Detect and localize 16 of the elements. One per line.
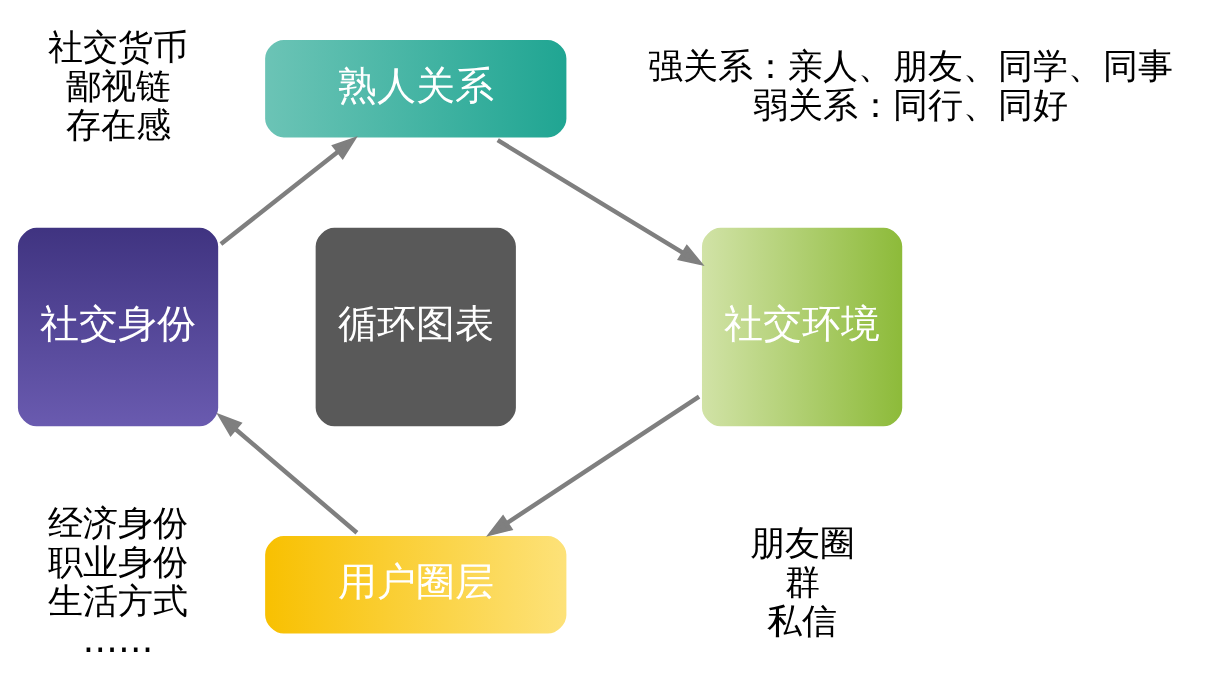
node-label: 存在感 [65, 103, 171, 145]
node-label: 经济身份 [48, 502, 189, 544]
arrow [219, 136, 358, 246]
node-label: 朋友圈 [749, 521, 855, 563]
node-label: 私信 [767, 599, 838, 641]
node-label: 群 [784, 560, 820, 602]
arrow [216, 412, 359, 535]
arrow [485, 394, 701, 537]
node-label: 社交货币 [48, 25, 189, 67]
node-label: …… [82, 619, 154, 661]
node-label: 鄙视链 [65, 64, 171, 106]
arrow [496, 138, 705, 266]
node-label: 职业身份 [48, 541, 189, 583]
node-label: 生活方式 [48, 580, 189, 622]
node-label: 强关系：亲人、朋友、同学、同事 [647, 45, 1173, 87]
node-label: 弱关系：同行、同好 [752, 84, 1068, 126]
